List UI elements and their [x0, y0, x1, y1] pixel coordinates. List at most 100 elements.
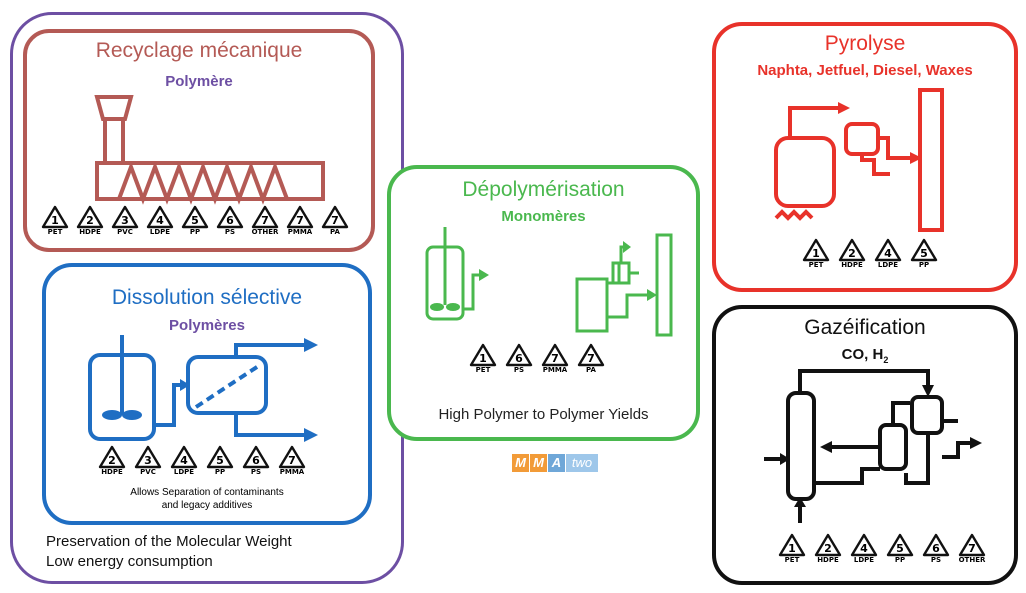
recycling-triangle-icon: 1	[41, 205, 69, 229]
recycling-triangle-icon: 6	[922, 533, 950, 557]
resin-code-number: 4	[156, 214, 164, 227]
resin-code-label: PP	[894, 556, 906, 564]
resin-code-label: PP	[214, 468, 226, 476]
resin-code-number: 5	[896, 542, 904, 555]
recycling-triangle-icon: 6	[216, 205, 244, 229]
recycling-triangle-icon: 4	[170, 445, 198, 469]
recycling-triangle-icon: 2	[98, 445, 126, 469]
gasification-product: CO, H2	[716, 346, 1014, 365]
resin-code-label: PS	[513, 366, 525, 374]
resin-code-label: PA	[586, 366, 596, 374]
resin-code-number: 7	[587, 352, 595, 365]
resin-code-number: 1	[479, 352, 487, 365]
recycling-triangle-icon: 7	[286, 205, 314, 229]
resin-code-number: 5	[216, 454, 224, 467]
resin-code-label: PA	[330, 228, 340, 236]
recycling-triangle-icon: 7	[321, 205, 349, 229]
logo-word: two	[566, 454, 598, 472]
resin-code-number: 6	[515, 352, 523, 365]
logo-letter-3: A	[548, 454, 565, 472]
selective-dissolution-title: Dissolution sélective	[111, 286, 303, 309]
resin-code-number: 2	[848, 247, 856, 260]
recycling-triangle-icon: 5	[886, 533, 914, 557]
resin-code-label: LDPE	[173, 468, 195, 476]
dissolution-process-icon	[88, 335, 318, 442]
resin-code-number: 1	[788, 542, 796, 555]
resin-code-number: 1	[812, 247, 820, 260]
resin-code-label: HDPE	[817, 556, 839, 564]
dissolution-note-line1: Allows Separation of contaminants	[130, 487, 284, 498]
depolymerisation-note: High Polymer to Polymer Yields	[438, 406, 649, 423]
resin-code-label: PP	[918, 261, 930, 269]
logo-letter-1: M	[512, 454, 529, 472]
resin-code-number: 6	[252, 454, 260, 467]
outer-note-line2: Low energy consumption	[46, 553, 213, 570]
resin-code-number: 7	[288, 454, 296, 467]
recycling-triangle-icon: 2	[76, 205, 104, 229]
mechanical-recycling-product: Polymère	[165, 73, 233, 90]
resin-code-label: PET	[47, 228, 63, 236]
resin-code-label: HDPE	[101, 468, 123, 476]
resin-code-number: 4	[884, 247, 892, 260]
resin-code-label: HDPE	[841, 261, 863, 269]
recycling-triangle-icon: 1	[802, 238, 830, 262]
resin-code-number: 2	[86, 214, 94, 227]
resin-code-label: LDPE	[877, 261, 899, 269]
resin-code-label: HDPE	[79, 228, 101, 236]
resin-code-number: 7	[551, 352, 559, 365]
gasification-process-icon	[764, 369, 982, 523]
resin-code-label: LDPE	[149, 228, 171, 236]
recycling-triangle-icon: 2	[838, 238, 866, 262]
recycling-triangle-icon: 5	[206, 445, 234, 469]
resin-code-label: PS	[250, 468, 262, 476]
resin-code-label: PS	[224, 228, 236, 236]
dissolution-note-line2: and legacy additives	[161, 500, 253, 511]
recycling-triangle-icon: 7	[541, 343, 569, 367]
resin-code-label: OTHER	[251, 228, 279, 236]
resin-code-label: PET	[475, 366, 491, 374]
gasification-product-main: CO, H	[841, 346, 884, 363]
recycling-triangle-icon: 3	[111, 205, 139, 229]
pyrolysis-panel: Pyrolyse Naphta, Jetfuel, Diesel, Waxes …	[712, 22, 1018, 292]
recycling-triangle-icon: 1	[469, 343, 497, 367]
resin-code-number: 5	[191, 214, 199, 227]
gasification-title: Gazéification	[804, 316, 926, 339]
resin-code-number: 7	[296, 214, 304, 227]
resin-code-label: PVC	[117, 228, 133, 236]
recycling-triangle-icon: 4	[874, 238, 902, 262]
pyrolysis-title: Pyrolyse	[824, 32, 906, 55]
resin-code-number: 7	[968, 542, 976, 555]
resin-code-number: 7	[261, 214, 269, 227]
resin-code-label: OTHER	[958, 556, 986, 564]
resin-code-number: 7	[331, 214, 339, 227]
resin-code-number: 6	[932, 542, 940, 555]
